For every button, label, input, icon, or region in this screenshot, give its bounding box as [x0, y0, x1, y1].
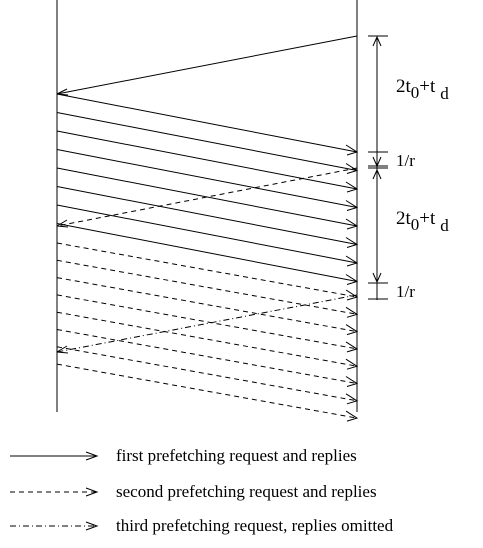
rate-1-label: 1/r: [396, 151, 415, 170]
second-reply-arrow-7: [56, 346, 358, 402]
first-reply-arrowhead-6: [345, 237, 359, 248]
second-reply-arrowhead-8: [345, 410, 359, 422]
second-reply-arrowhead-3: [345, 324, 359, 336]
second-reply-arrow-2: [56, 259, 358, 315]
rate-2-label: 1/r: [396, 282, 415, 301]
first-reply-arrowhead-4: [345, 200, 359, 211]
second-reply-arrow-3: [56, 277, 358, 333]
first-reply-arrowhead-5: [345, 218, 359, 230]
second-reply-arrowhead-2: [345, 306, 359, 318]
first-reply-arrow-5: [56, 167, 358, 227]
second-reply-arrow-6: [56, 329, 358, 384]
first-reply-arrow-1: [56, 93, 358, 153]
legend: first prefetching request and replies se…: [10, 446, 394, 535]
first-reply-arrowhead-7: [345, 255, 359, 267]
first-reply-arrowhead-1: [345, 144, 359, 156]
interval-2-arrowhead-down: [372, 272, 382, 284]
first-reply-arrow-4: [56, 149, 358, 208]
second-reply-arrow-4: [56, 294, 358, 350]
first-reply-arrow-6: [56, 186, 358, 245]
first-reply-arrows: [56, 93, 359, 285]
second-reply-arrowhead-5: [345, 358, 359, 370]
interval-2-arrowhead-up: [372, 168, 382, 180]
legend-second-text: second prefetching request and replies: [116, 482, 377, 501]
legend-solid-arrowhead: [85, 451, 99, 461]
second-reply-arrowhead-4: [345, 341, 359, 353]
first-reply-arrow-2: [56, 112, 358, 171]
first-reply-arrowhead-3: [345, 181, 359, 193]
first-reply-arrowhead-2: [345, 163, 359, 174]
first-reply-arrowhead-8: [345, 274, 359, 285]
second-reply-arrow-1: [56, 242, 358, 298]
legend-first-text: first prefetching request and replies: [116, 446, 357, 465]
second-reply-arrow-5: [56, 311, 358, 367]
legend-dashdot-arrowhead: [85, 521, 99, 531]
second-reply-arrow-8: [56, 363, 358, 419]
interval-1-arrowhead-up: [372, 35, 382, 47]
third-request-arrow: [56, 294, 358, 353]
first-reply-arrow-3: [56, 130, 358, 190]
first-reply-arrow-8: [56, 223, 358, 282]
first-request-arrow: [56, 35, 358, 95]
second-request-arrow: [56, 167, 358, 227]
first-reply-arrow-7: [56, 204, 358, 264]
second-reply-arrowhead-6: [345, 376, 359, 387]
second-reply-arrows: [56, 242, 359, 422]
legend-third-text: third prefetching request, replies omitt…: [116, 516, 394, 535]
legend-dashed-arrowhead: [85, 487, 99, 497]
second-reply-arrowhead-1: [345, 289, 359, 301]
second-reply-arrowhead-7: [345, 393, 359, 405]
second-request-arrowhead: [56, 219, 69, 228]
third-request-arrowhead: [56, 345, 69, 354]
